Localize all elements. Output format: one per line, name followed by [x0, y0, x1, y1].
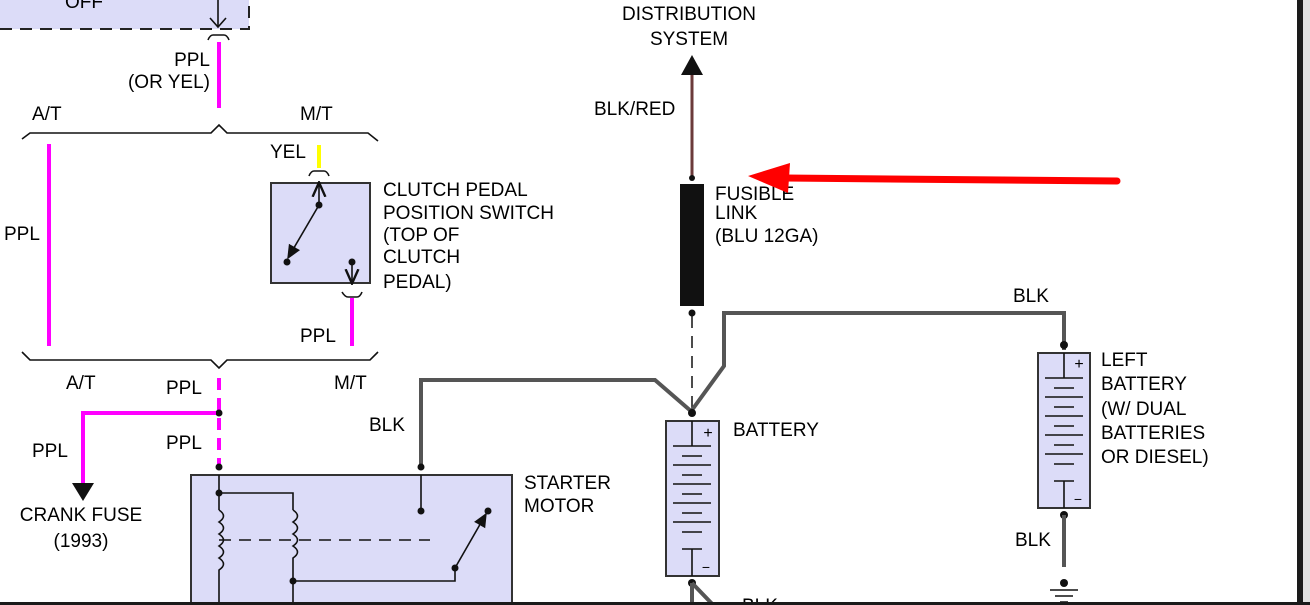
label-line: POSITION SWITCH: [383, 203, 554, 224]
left-battery: + −: [1037, 352, 1091, 509]
wire-label: BLK/RED: [594, 99, 675, 120]
option-brace: [21, 123, 379, 142]
wire-label: BLK: [742, 596, 778, 605]
wire-label: PPL: [32, 441, 68, 462]
battery: + −: [665, 420, 720, 577]
fusible-link: [680, 184, 704, 306]
wire-label: BLK: [1013, 286, 1049, 307]
brace-label: A/T: [66, 373, 96, 394]
wire-label: BLK: [369, 415, 405, 436]
starter-motor: [190, 463, 513, 605]
plus-icon: +: [703, 425, 712, 442]
label-line: OR DIESEL): [1101, 447, 1209, 468]
left-battery-label: LEFT BATTERY (W/ DUAL BATTERIES OR DIESE…: [1101, 350, 1209, 468]
label-line: BATTERY: [1101, 374, 1187, 395]
arrow-down-icon: [72, 483, 94, 501]
blk-wire: [690, 311, 1066, 412]
brace-label: A/T: [32, 104, 62, 125]
crank-fuse-year: (1993): [54, 531, 109, 552]
ppl-wire: [81, 411, 216, 483]
label-line: PEDAL): [383, 272, 452, 293]
fusible-link-label: LINK: [715, 203, 758, 224]
battery-label: BATTERY: [733, 420, 819, 441]
viewer-scroll-area[interactable]: [1303, 0, 1310, 605]
distribution-label: DISTRIBUTION: [622, 4, 756, 25]
viewer-border: [1297, 0, 1303, 605]
fusible-link-label: FUSIBLE: [715, 184, 794, 205]
wire-label: PPL: [300, 326, 336, 347]
label-line: LEFT: [1101, 350, 1148, 371]
minus-icon: −: [702, 559, 710, 575]
clutch-switch-label: CLUTCH PEDAL POSITION SWITCH (TOP OF CLU…: [383, 180, 554, 293]
wire-label: BLK: [1015, 530, 1051, 551]
distribution-label: SYSTEM: [650, 29, 728, 50]
label-line: (TOP OF: [383, 225, 459, 246]
crank-fuse-label: CRANK FUSE: [20, 505, 142, 526]
ignition-off-label: OFF: [65, 0, 103, 13]
wire-label: PPL: [166, 433, 202, 454]
starter-label: MOTOR: [524, 496, 594, 517]
ground-icon: [1050, 579, 1078, 603]
clutch-pedal-position-switch: [270, 183, 371, 283]
wire-label: YEL: [270, 142, 306, 163]
red-pointer-arrow-icon: [748, 163, 1121, 193]
connector-icon: [207, 34, 230, 41]
wire-label: PPL: [166, 378, 202, 399]
brace-label: M/T: [300, 104, 333, 125]
blk-wire: [419, 378, 694, 466]
ignition-switch: OFF: [0, 0, 250, 30]
wire-label: PPL: [4, 224, 40, 245]
minus-icon: −: [1074, 491, 1082, 507]
arrow-up-icon: [681, 55, 703, 75]
plus-icon: +: [1074, 356, 1083, 373]
wire-label: PPL: [174, 50, 210, 71]
label-line: BATTERIES: [1101, 423, 1205, 444]
wire-label: (OR YEL): [128, 72, 210, 93]
starter-label: STARTER: [524, 473, 611, 494]
viewer-bottom-border: [0, 602, 1310, 605]
label-line: CLUTCH PEDAL: [383, 180, 528, 201]
brace-label: M/T: [334, 373, 367, 394]
fusible-link-label: (BLU 12GA): [715, 226, 818, 247]
label-line: CLUTCH: [383, 247, 460, 268]
option-brace: [21, 351, 379, 370]
label-line: (W/ DUAL: [1101, 399, 1187, 420]
